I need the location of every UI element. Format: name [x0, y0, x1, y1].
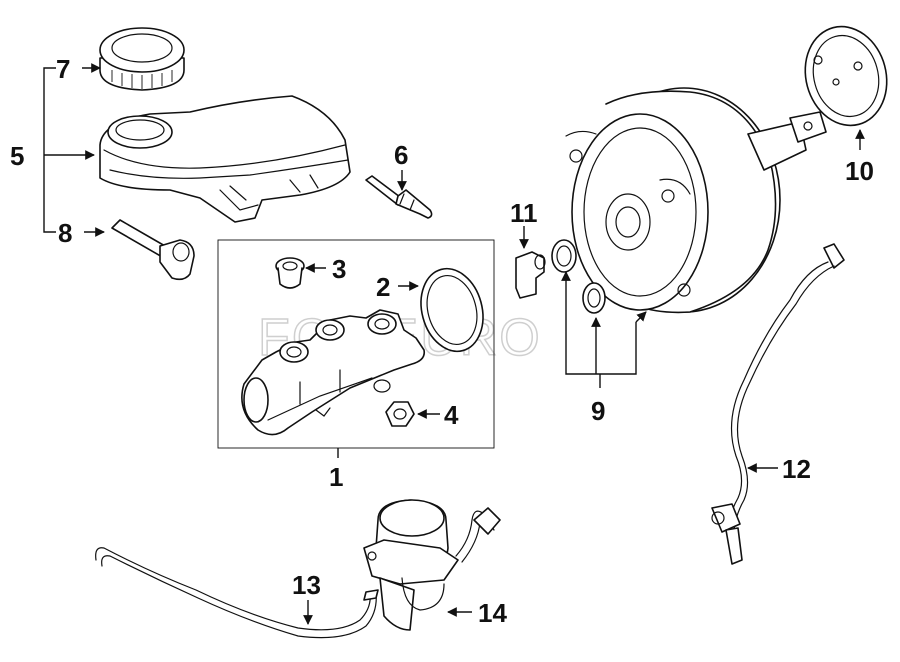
reservoir-cap-part[interactable]: [99, 27, 185, 91]
callout-5[interactable]: 5: [10, 141, 24, 171]
callout-2[interactable]: 2: [376, 272, 390, 302]
brake-booster-part[interactable]: [565, 87, 827, 314]
callout-8[interactable]: 8: [58, 218, 72, 248]
vacuum-fitting-part[interactable]: [515, 251, 546, 299]
o-ring-lower-part[interactable]: [582, 282, 606, 314]
vacuum-pump-part[interactable]: [363, 499, 501, 631]
master-cylinder-box: [217, 239, 495, 449]
master-cylinder-part[interactable]: [241, 309, 426, 436]
leader-lines: [43, 63, 865, 625]
callout-4[interactable]: 4: [444, 400, 459, 430]
callout-labels: 1 2 3 4 5 6 7 8 9 10 11 12 13 14: [10, 54, 874, 628]
master-cylinder-seal-part[interactable]: [412, 262, 492, 359]
level-sensor-part[interactable]: [111, 219, 195, 281]
vacuum-sensor-cable-part[interactable]: [711, 243, 845, 565]
callout-11[interactable]: 11: [510, 198, 538, 228]
callout-1[interactable]: 1: [329, 462, 343, 492]
nut-part[interactable]: [385, 401, 415, 427]
callout-3[interactable]: 3: [332, 254, 346, 284]
callout-12[interactable]: 12: [782, 454, 811, 484]
vacuum-hose-part[interactable]: [95, 547, 379, 639]
callout-13[interactable]: 13: [292, 570, 321, 600]
booster-seal-part[interactable]: [794, 17, 897, 134]
o-ring-upper-part[interactable]: [551, 239, 577, 273]
reservoir-grommet-part[interactable]: [275, 257, 305, 289]
callout-14[interactable]: 14: [478, 598, 507, 628]
callout-9[interactable]: 9: [591, 396, 605, 426]
brake-fluid-reservoir-part[interactable]: [99, 95, 351, 223]
pin-sensor-part[interactable]: [365, 175, 433, 219]
callout-6[interactable]: 6: [394, 140, 408, 170]
callout-10[interactable]: 10: [845, 156, 874, 186]
callout-7[interactable]: 7: [56, 54, 70, 84]
